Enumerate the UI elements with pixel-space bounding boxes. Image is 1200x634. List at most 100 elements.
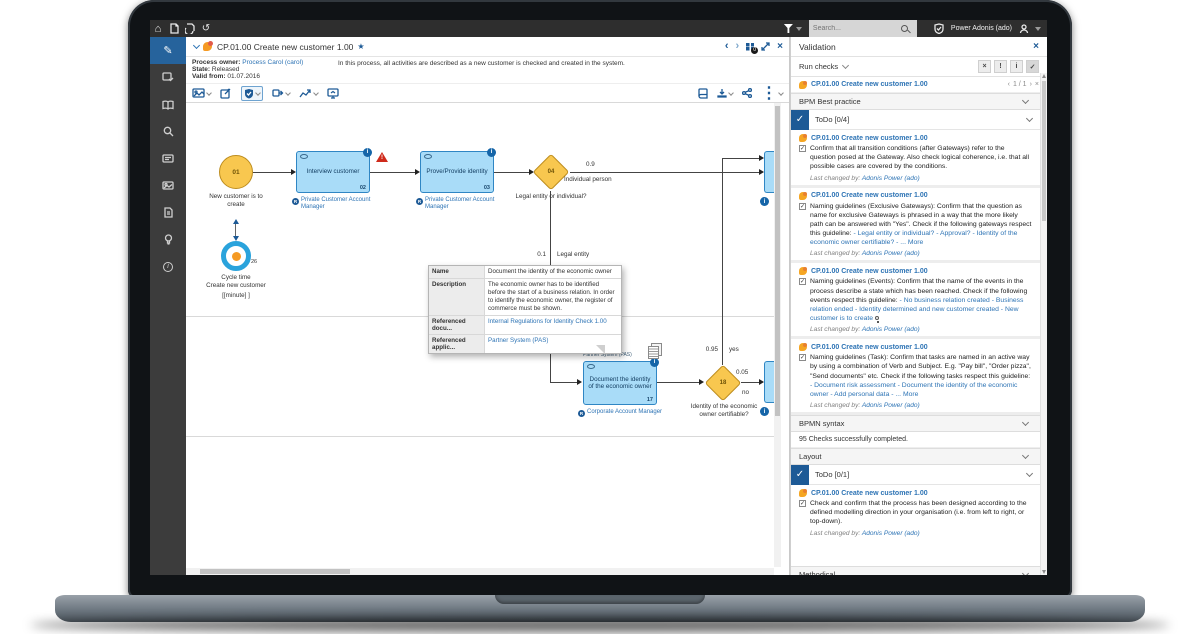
view-mode-button[interactable] xyxy=(192,88,212,98)
run-checks-chevron-icon[interactable] xyxy=(842,61,850,70)
sidebar-item-gallery[interactable] xyxy=(150,172,186,199)
search-icon[interactable] xyxy=(900,25,908,32)
recent-models-icon[interactable] xyxy=(182,20,198,37)
info-icon[interactable]: i xyxy=(760,407,769,416)
presentation-button[interactable] xyxy=(327,87,339,99)
next-model-icon[interactable]: › xyxy=(735,40,740,52)
license-shield-icon[interactable] xyxy=(931,20,947,37)
new-model-icon[interactable] xyxy=(166,20,182,37)
guideline-links[interactable]: - Legal entity or individual? - Approval… xyxy=(810,230,1018,247)
sidebar-item-library[interactable] xyxy=(150,91,186,118)
user-avatar-icon[interactable] xyxy=(1016,20,1032,37)
search-input[interactable] xyxy=(812,25,901,32)
filter-warnings-button[interactable]: ! xyxy=(994,60,1007,73)
filter-passed-button[interactable]: ✓ xyxy=(1026,60,1039,73)
model-link[interactable]: CP.01.00 Create new customer 1.00 xyxy=(811,267,928,275)
fullscreen-icon[interactable] xyxy=(761,42,770,51)
close-model-icon[interactable]: × xyxy=(777,40,783,52)
filter-chevron-icon[interactable] xyxy=(795,26,802,31)
item-checkbox[interactable]: ✓ xyxy=(799,145,806,152)
info-icon[interactable]: i xyxy=(363,148,372,157)
task-interview-customer[interactable]: Interview customer 02 i xyxy=(296,148,372,193)
open-models-icon[interactable]: 0 xyxy=(746,42,759,54)
pager-next-icon[interactable]: › xyxy=(1029,81,1032,88)
item-checkbox[interactable]: ✓ xyxy=(799,354,806,362)
todo-group-bpm[interactable]: ✓ToDo [0/4] xyxy=(791,109,1040,130)
more-link[interactable]: More xyxy=(902,390,919,398)
canvas-vertical-scrollbar[interactable] xyxy=(774,103,781,567)
changed-by-link[interactable]: Adonis Power (ado) xyxy=(861,250,920,258)
section-layout[interactable]: Layout xyxy=(791,448,1040,466)
sidebar-item-design[interactable]: ✎ xyxy=(150,37,186,64)
changed-by-link[interactable]: Adonis Power (ado) xyxy=(861,529,920,537)
sidebar-item-card[interactable] xyxy=(150,145,186,172)
model-link[interactable]: CP.01.00 Create new customer 1.00 xyxy=(811,134,928,142)
section-bpm-best-practice[interactable]: BPM Best practice xyxy=(791,93,1040,110)
model-link[interactable]: CP.01.00 Create new customer 1.00 xyxy=(811,489,928,497)
more-menu-button[interactable]: ⋮ xyxy=(761,83,784,103)
favorite-star-icon[interactable]: ★ xyxy=(357,42,365,51)
warning-icon[interactable]: ! xyxy=(376,152,388,162)
handbook-button[interactable] xyxy=(698,83,708,103)
info-icon[interactable]: i xyxy=(650,358,659,367)
start-event[interactable]: 01 xyxy=(219,155,253,189)
search-box[interactable] xyxy=(808,20,917,37)
download-button[interactable] xyxy=(717,83,734,103)
referenced-system-label[interactable]: Partner System (PAS) xyxy=(583,352,632,358)
cycle-time-indicator[interactable] xyxy=(221,241,251,271)
changed-by-link[interactable]: Adonis Power (ado) xyxy=(861,174,920,182)
filter-errors-button[interactable]: × xyxy=(978,60,991,73)
todo-checkbox[interactable]: ✓ xyxy=(791,464,809,485)
sidebar-item-search[interactable] xyxy=(150,118,186,145)
item-checkbox[interactable]: ✓ xyxy=(799,500,806,508)
gateway-legal-entity[interactable]: 04 xyxy=(532,153,570,191)
canvas-horizontal-scrollbar[interactable] xyxy=(186,568,774,575)
todo-checkbox[interactable]: ✓ xyxy=(791,109,809,130)
user-menu-chevron-icon[interactable] xyxy=(1035,26,1041,31)
analysis-button[interactable] xyxy=(299,88,319,98)
guideline-links[interactable]: - No business relation created - Busines… xyxy=(810,296,1024,323)
info-icon[interactable]: i xyxy=(487,148,496,157)
validation-button[interactable] xyxy=(241,85,263,101)
item-checkbox[interactable]: ✓ xyxy=(799,202,806,210)
filter-icon[interactable] xyxy=(783,24,793,33)
task-document-identity[interactable]: Document the identity of the economic ow… xyxy=(583,358,659,405)
referenced-document-link[interactable]: Internal Regulations for Identity Check … xyxy=(488,318,607,326)
more-link[interactable]: More xyxy=(907,239,924,247)
release-workflow-button[interactable] xyxy=(272,88,291,98)
pager-prev-icon[interactable]: ‹ xyxy=(1007,81,1010,88)
model-link[interactable]: CP.01.00 Create new customer 1.00 xyxy=(811,343,928,351)
item-checkbox[interactable]: ✓ xyxy=(799,278,806,286)
filter-info-button[interactable]: i xyxy=(1010,60,1023,73)
share-button[interactable] xyxy=(742,83,752,103)
sidebar-item-release[interactable] xyxy=(150,64,186,91)
referenced-application-link[interactable]: Partner System (PAS) xyxy=(488,337,549,345)
document-stack-icon[interactable] xyxy=(648,343,662,359)
close-panel-icon[interactable]: × xyxy=(1033,40,1039,52)
home-icon[interactable]: ⌂ xyxy=(154,22,162,35)
collapse-chevron-icon[interactable] xyxy=(192,41,201,50)
changed-by-link[interactable]: Adonis Power (ado) xyxy=(861,402,920,410)
guideline-links[interactable]: - Document risk assessment - Document th… xyxy=(810,381,1018,398)
pager-close-icon[interactable]: × xyxy=(1034,81,1039,88)
diagram-canvas[interactable]: 0.9 Individual person 0.1 Legal entity 0… xyxy=(186,103,789,575)
owner-link[interactable]: Process Carol (carol) xyxy=(242,59,304,66)
history-icon[interactable]: ↺ xyxy=(201,23,211,34)
run-checks-button[interactable]: Run checks xyxy=(799,62,839,71)
edit-report-button[interactable] xyxy=(220,88,232,99)
prev-model-icon[interactable]: ‹ xyxy=(724,40,729,52)
user-name[interactable]: Power Adonis (ado) xyxy=(950,25,1012,32)
sidebar-item-info[interactable]: i xyxy=(150,253,186,280)
sidebar-item-insights[interactable] xyxy=(150,226,186,253)
panel-scrollbar[interactable] xyxy=(1040,73,1047,575)
model-link[interactable]: CP.01.00 Create new customer 1.00 xyxy=(811,192,928,200)
sidebar-item-documents[interactable] xyxy=(150,199,186,226)
changed-by-link[interactable]: Adonis Power (ado) xyxy=(861,326,920,334)
section-methodical[interactable]: Methodical xyxy=(791,566,1040,575)
todo-group-layout[interactable]: ✓ToDo [0/1] xyxy=(791,464,1040,486)
info-icon[interactable]: i xyxy=(760,197,769,206)
task-prove-identity[interactable]: Prove/Provide identity 03 i xyxy=(420,148,496,193)
